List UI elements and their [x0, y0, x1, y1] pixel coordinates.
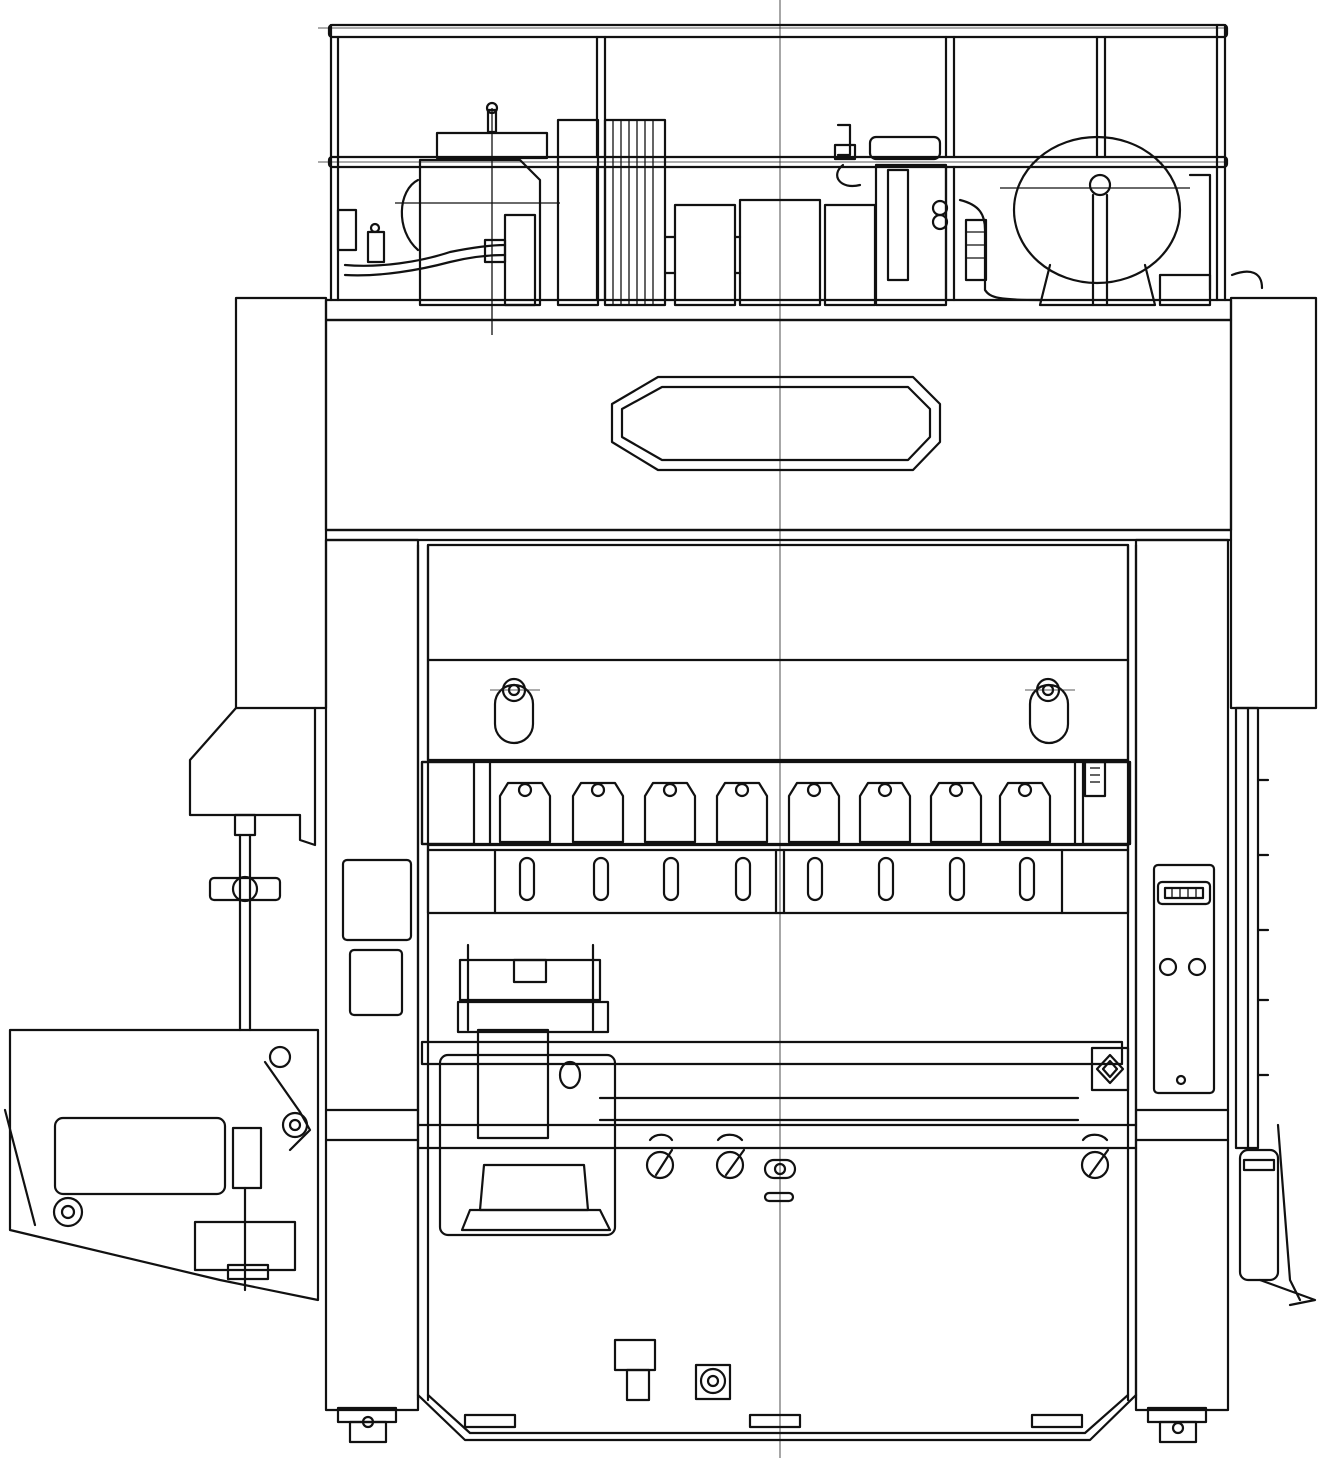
lubricator-icon — [1234, 706, 1317, 1307]
valve-icons — [645, 1133, 1110, 1203]
base-frame — [416, 1338, 1138, 1442]
feed-bar — [416, 1040, 1138, 1150]
feeder-unit — [438, 943, 617, 1237]
clamp-3 — [643, 781, 697, 844]
hydraulic-lines-icon — [336, 198, 1042, 302]
left-drive-unit — [3, 706, 320, 1302]
octagon-plate-icon — [610, 375, 942, 472]
clamp-7 — [929, 781, 983, 844]
motor-icon — [395, 101, 600, 335]
clamp-1 — [498, 781, 552, 844]
foot-left-icon — [336, 1406, 398, 1444]
clamp-8 — [998, 781, 1052, 844]
gauge-icon — [1083, 760, 1107, 798]
clamp-4 — [715, 781, 769, 844]
slide-block — [426, 543, 1130, 762]
center-lines — [318, 0, 1228, 1458]
foot-right-icon — [1146, 1406, 1208, 1444]
bolster-plate — [426, 843, 1130, 915]
clamp-2 — [571, 781, 625, 844]
crown-housing — [234, 296, 1318, 710]
clamp-6 — [858, 781, 912, 844]
clutch-brake-icon — [833, 123, 949, 307]
clamp-5 — [787, 781, 841, 844]
control-box-icon — [1152, 863, 1216, 1095]
frame-columns — [324, 538, 1230, 1412]
left-column-panels — [341, 858, 413, 1017]
tank-icon — [1000, 135, 1264, 307]
